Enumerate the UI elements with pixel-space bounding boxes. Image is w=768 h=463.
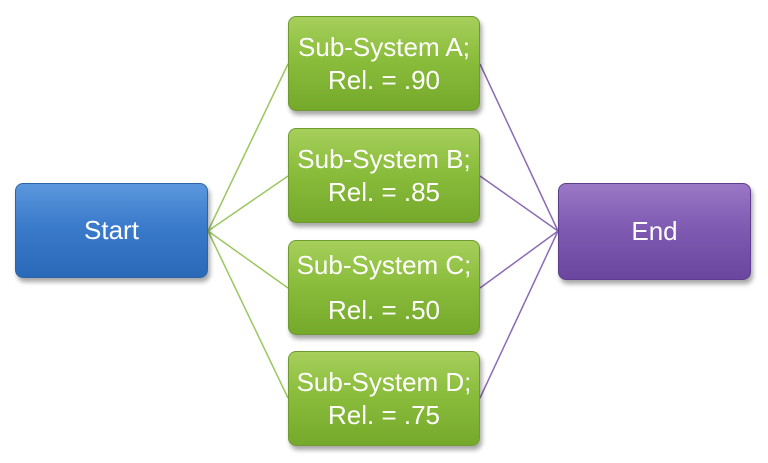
end-label: End: [631, 216, 678, 246]
connector-b-to-end: [479, 175, 559, 232]
subsystem-c-reliability: Rel. = .50: [327, 294, 440, 325]
subsystem-b-reliability: Rel. = .85: [327, 176, 440, 207]
connector-start-to-a: [207, 63, 289, 232]
subsystem-a-name: Sub-System A;: [298, 31, 470, 62]
connector-c-to-end: [479, 230, 559, 289]
subsystem-b-name: Sub-System B;: [297, 143, 471, 174]
start-label: Start: [84, 215, 139, 245]
subsystem-d-name: Sub-System D;: [296, 366, 472, 397]
subsystem-c-name: Sub-System C;: [296, 249, 472, 280]
start-node: Start: [15, 183, 208, 278]
subsystem-a-node: Sub-System A; Rel. = .90: [288, 16, 480, 111]
connector-start-to-d: [207, 230, 289, 399]
connector-d-to-end: [479, 230, 559, 399]
connector-start-to-b: [207, 175, 289, 232]
subsystem-d-reliability: Rel. = .75: [327, 399, 440, 430]
subsystem-b-node: Sub-System B; Rel. = .85: [288, 128, 480, 223]
subsystem-a-reliability: Rel. = .90: [327, 64, 440, 95]
subsystem-d-node: Sub-System D; Rel. = .75: [288, 351, 480, 446]
connector-a-to-end: [479, 63, 559, 232]
connector-start-to-c: [207, 230, 289, 289]
end-node: End: [558, 183, 751, 280]
subsystem-c-node: Sub-System C; Rel. = .50: [288, 240, 480, 335]
